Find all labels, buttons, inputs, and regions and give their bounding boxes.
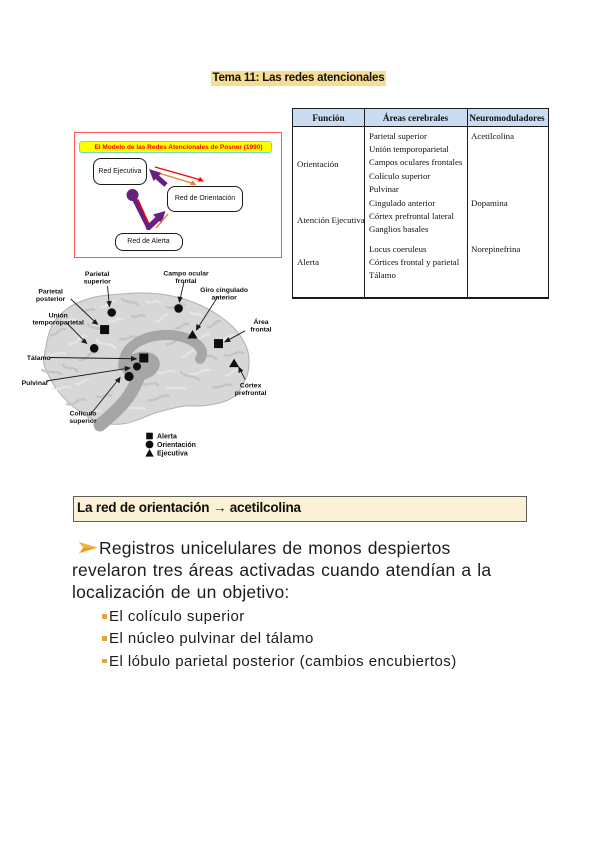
svg-text:superior: superior: [84, 279, 112, 286]
svg-text:superior: superior: [69, 418, 97, 425]
svg-text:Córtex: Córtex: [240, 383, 262, 390]
svg-text:Área: Área: [253, 317, 268, 326]
svg-text:Ejecutiva: Ejecutiva: [157, 451, 188, 458]
svg-text:Parietal: Parietal: [38, 289, 63, 296]
svg-text:frontal: frontal: [175, 278, 196, 285]
svg-text:Orientación: Orientación: [157, 442, 196, 449]
svg-text:Tálamo: Tálamo: [27, 355, 51, 362]
svg-text:Campo ocular: Campo ocular: [163, 271, 209, 278]
svg-text:anterior: anterior: [211, 295, 237, 302]
svg-text:Alerta: Alerta: [157, 434, 177, 441]
svg-text:temporoparietal: temporoparietal: [33, 320, 84, 327]
svg-text:Parietal: Parietal: [85, 271, 110, 278]
svg-text:Pulvinar: Pulvinar: [22, 380, 49, 387]
svg-text:frontal: frontal: [250, 327, 271, 334]
svg-text:Giro cingulado: Giro cingulado: [200, 287, 248, 294]
svg-text:posterior: posterior: [36, 296, 66, 303]
svg-text:Unión: Unión: [49, 312, 68, 319]
svg-text:prefrontal: prefrontal: [235, 390, 267, 397]
svg-text:Colículo: Colículo: [70, 410, 97, 417]
